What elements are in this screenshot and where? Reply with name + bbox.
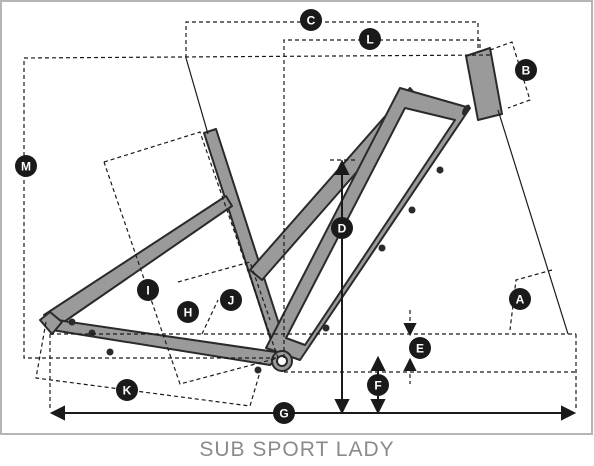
badge-label: J bbox=[228, 294, 235, 308]
badge-label: C bbox=[307, 14, 316, 28]
badge-J: J bbox=[220, 289, 242, 311]
badge-label: M bbox=[21, 160, 31, 174]
badge-I: I bbox=[137, 279, 159, 301]
badge-E: E bbox=[409, 337, 431, 359]
dimension-arrows bbox=[49, 159, 577, 421]
badge-label: D bbox=[338, 222, 347, 236]
page-title: SUB SPORT LADY bbox=[199, 438, 395, 461]
badge-label: B bbox=[522, 64, 531, 78]
diagram-border bbox=[0, 0, 593, 435]
badge-label: L bbox=[366, 33, 373, 47]
badge-H: H bbox=[177, 301, 199, 323]
bottom-bracket-hole bbox=[276, 355, 288, 367]
head-tube bbox=[465, 47, 503, 121]
badge-label: A bbox=[516, 293, 525, 307]
seat-tube-extension bbox=[185, 57, 209, 135]
badge-M: M bbox=[15, 155, 37, 177]
badge-label: F bbox=[374, 379, 381, 393]
badge-C: C bbox=[300, 9, 322, 31]
frame-opening bbox=[285, 107, 456, 346]
seat-stay bbox=[43, 195, 233, 327]
badge-label: E bbox=[416, 342, 424, 356]
badge-K: K bbox=[116, 379, 138, 401]
badge-label: G bbox=[279, 407, 288, 421]
badge-A: A bbox=[509, 288, 531, 310]
badge-label: H bbox=[184, 306, 193, 320]
badge-G: G bbox=[273, 402, 295, 424]
badge-F: F bbox=[367, 374, 389, 396]
fork-axis-line bbox=[497, 109, 569, 335]
badge-D: D bbox=[331, 217, 353, 239]
badge-B: B bbox=[515, 59, 537, 81]
badge-L: L bbox=[359, 28, 381, 50]
frame-bolts bbox=[68, 104, 470, 374]
bike-frame bbox=[39, 47, 503, 372]
rear-dropout bbox=[39, 311, 63, 335]
badge-label: I bbox=[146, 284, 149, 298]
dimension-lines bbox=[23, 21, 577, 410]
badge-label: K bbox=[123, 384, 132, 398]
